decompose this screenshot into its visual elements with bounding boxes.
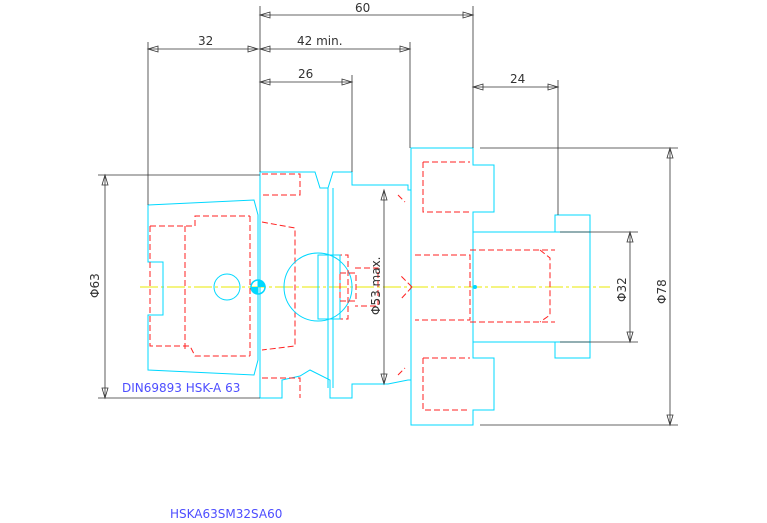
dim-overall-length: 60 (355, 1, 370, 15)
standard-label: DIN69893 HSK-A 63 (122, 381, 240, 395)
dimension-lines (98, 6, 678, 427)
dim-max-diameter: Φ53 max. (369, 257, 383, 316)
dim-shank-diameter: Φ63 (88, 273, 102, 298)
dim-screw-length: 24 (510, 72, 525, 86)
dim-min-length: 42 min. (297, 34, 343, 48)
dim-collar-length: 26 (298, 67, 313, 81)
hsk-shank (147, 199, 296, 376)
hsk-collar (259, 171, 412, 399)
dim-bore-diameter: Φ32 (615, 277, 629, 302)
center-marks (250, 279, 477, 295)
part-number-label: HSKA63SM32SA60 (170, 507, 282, 521)
dim-body-diameter: Φ78 (655, 279, 669, 304)
dim-shank-length: 32 (198, 34, 213, 48)
